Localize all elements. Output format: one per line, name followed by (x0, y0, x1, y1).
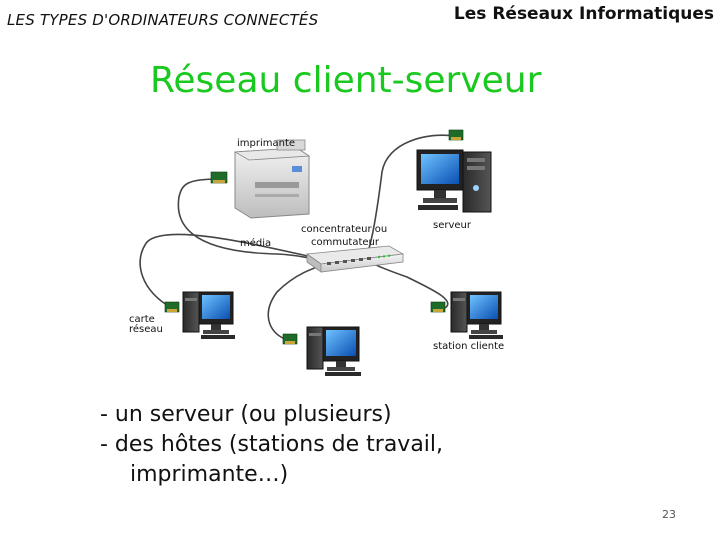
cable-server (366, 134, 456, 255)
right-workstation-icon (450, 291, 503, 339)
label-hub-line1: concentrateur ou (301, 224, 387, 235)
right-network-card-icon (430, 301, 446, 313)
left-workstation-icon (182, 291, 235, 339)
printer-network-card-icon (210, 171, 228, 184)
server-icon (416, 149, 492, 213)
page-number: 23 (662, 508, 676, 521)
section-header: LES TYPES D'ORDINATEURS CONNECTÉS (7, 11, 319, 29)
cable-card (139, 233, 313, 309)
label-media: média (240, 237, 271, 249)
label-station: station cliente (433, 341, 504, 352)
printer-icon (233, 139, 311, 219)
slide-title: Réseau client-serveur (150, 60, 542, 101)
cable-station (366, 259, 449, 309)
label-printer: imprimante (237, 138, 295, 149)
label-hub-line2: commutateur (311, 237, 380, 248)
hub-switch-icon (305, 245, 405, 273)
course-header: Les Réseaux Informatiques (453, 4, 714, 24)
bullet-item: - des hôtes (stations de travail, (100, 432, 444, 457)
label-server: serveur (433, 220, 472, 231)
left-network-card-icon (164, 301, 180, 313)
bullet-item-continuation: imprimante…) (130, 462, 289, 487)
network-cables (139, 134, 456, 341)
server-network-card-icon (448, 129, 464, 141)
bullet-item: - un serveur (ou plusieurs) (100, 402, 392, 427)
network-diagram: imprimante concentrateur ou commutateur … (127, 122, 543, 385)
bottom-network-card-icon (282, 333, 298, 345)
bottom-workstation-icon (306, 326, 361, 376)
bullet-list: - un serveur (ou plusieurs) - des hôtes … (100, 400, 443, 490)
label-card-line2: réseau (129, 323, 163, 335)
label-card-line1: carte (129, 314, 155, 325)
cable-printer (177, 178, 318, 260)
